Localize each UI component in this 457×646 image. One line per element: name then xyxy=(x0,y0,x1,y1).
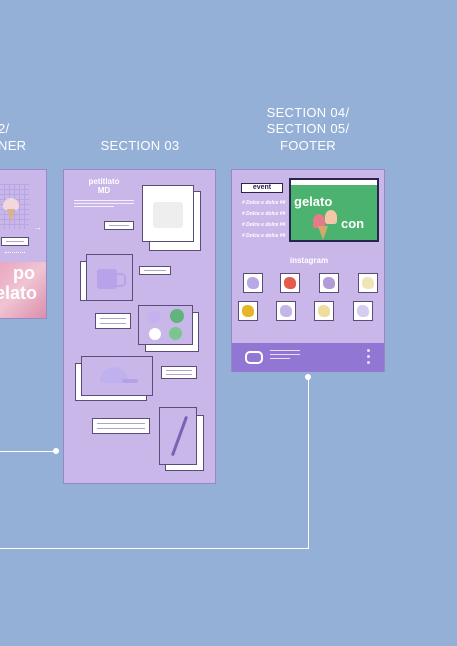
tshirt-caption xyxy=(104,221,134,230)
section-03-preview: petitlato MD xyxy=(63,169,216,484)
connector-dot-left xyxy=(53,448,59,454)
mug-handle xyxy=(116,273,126,287)
insta-tile-7 xyxy=(314,301,334,321)
insta-tile-5 xyxy=(238,301,258,321)
badge-2 xyxy=(170,309,184,323)
social-icons xyxy=(367,349,371,364)
insta-tile-4 xyxy=(358,273,378,293)
footer-bar xyxy=(232,343,384,372)
tshirt-image xyxy=(153,202,183,228)
banner-word-1: po xyxy=(13,263,35,283)
title-line-1: petitlato xyxy=(88,177,120,186)
tshirt-card xyxy=(142,185,194,242)
banner-dots xyxy=(5,252,25,255)
event-window: event xyxy=(241,183,283,193)
window-titlebar xyxy=(291,180,377,185)
insta-tile-6 xyxy=(276,301,296,321)
section-02-label: 2/ xyxy=(0,121,10,136)
badge-4 xyxy=(169,327,182,340)
section-05-label: SECTION 05/ xyxy=(266,121,350,136)
footer-logo xyxy=(245,351,263,364)
section-03-title: petitlato MD xyxy=(64,177,144,195)
insta-tile-8 xyxy=(353,301,373,321)
badge-caption xyxy=(95,313,131,329)
cone-shape xyxy=(318,226,328,240)
mug-image xyxy=(97,269,117,289)
section-02-preview: → po elato xyxy=(0,169,47,319)
dolce-line-2: # Dolce e dolce ## xyxy=(242,211,286,217)
banner-word-2: elato xyxy=(0,283,38,303)
insta-tile-1 xyxy=(243,273,263,293)
gelato-window: gelato con xyxy=(289,178,379,242)
cap-brim xyxy=(122,379,138,383)
mug-card xyxy=(86,254,133,301)
cap-card xyxy=(81,356,153,396)
con-word: con xyxy=(341,216,365,231)
pen-caption xyxy=(92,418,150,434)
footer-label: FOOTER xyxy=(280,138,336,153)
ice-cream-image xyxy=(3,198,19,226)
dolce-line-1: # Dolce e dolce ## xyxy=(242,200,286,206)
badge-1 xyxy=(148,311,160,323)
banner-pink-block: po elato xyxy=(0,262,46,318)
section-04-label: SECTION 04/ xyxy=(266,105,350,120)
section-03-label: SECTION 03 xyxy=(100,138,180,153)
pen-image xyxy=(170,415,189,457)
badge-card xyxy=(138,305,193,345)
connector-dot-right xyxy=(305,374,311,380)
cone-image-1 xyxy=(313,214,325,228)
insta-tile-2 xyxy=(280,273,300,293)
connector-line-left xyxy=(0,451,56,452)
connector-line-bottom xyxy=(0,548,309,549)
intro-text xyxy=(74,200,134,207)
insta-tile-3 xyxy=(319,273,339,293)
footer-text xyxy=(270,350,300,359)
badge-3 xyxy=(149,328,161,340)
instagram-label: instagram xyxy=(289,256,329,265)
title-line-2: MD xyxy=(97,186,111,195)
banner-caption-box xyxy=(1,237,29,246)
mug-caption xyxy=(139,266,171,275)
cap-caption xyxy=(161,366,197,379)
connector-line-vertical xyxy=(308,377,309,548)
banner-label: NER xyxy=(0,138,27,153)
cap-image xyxy=(100,367,128,383)
arrow-icon: → xyxy=(34,223,42,232)
dolce-line-3: # Dolce e dolce ## xyxy=(242,222,286,228)
cone-image-2 xyxy=(325,210,337,224)
section-04-preview: event # Dolce e dolce ## # Dolce e dolce… xyxy=(231,169,385,372)
gelato-word: gelato xyxy=(294,194,333,209)
pen-card xyxy=(159,407,197,465)
dolce-line-4: # Dolce e dolce ## xyxy=(242,233,286,239)
